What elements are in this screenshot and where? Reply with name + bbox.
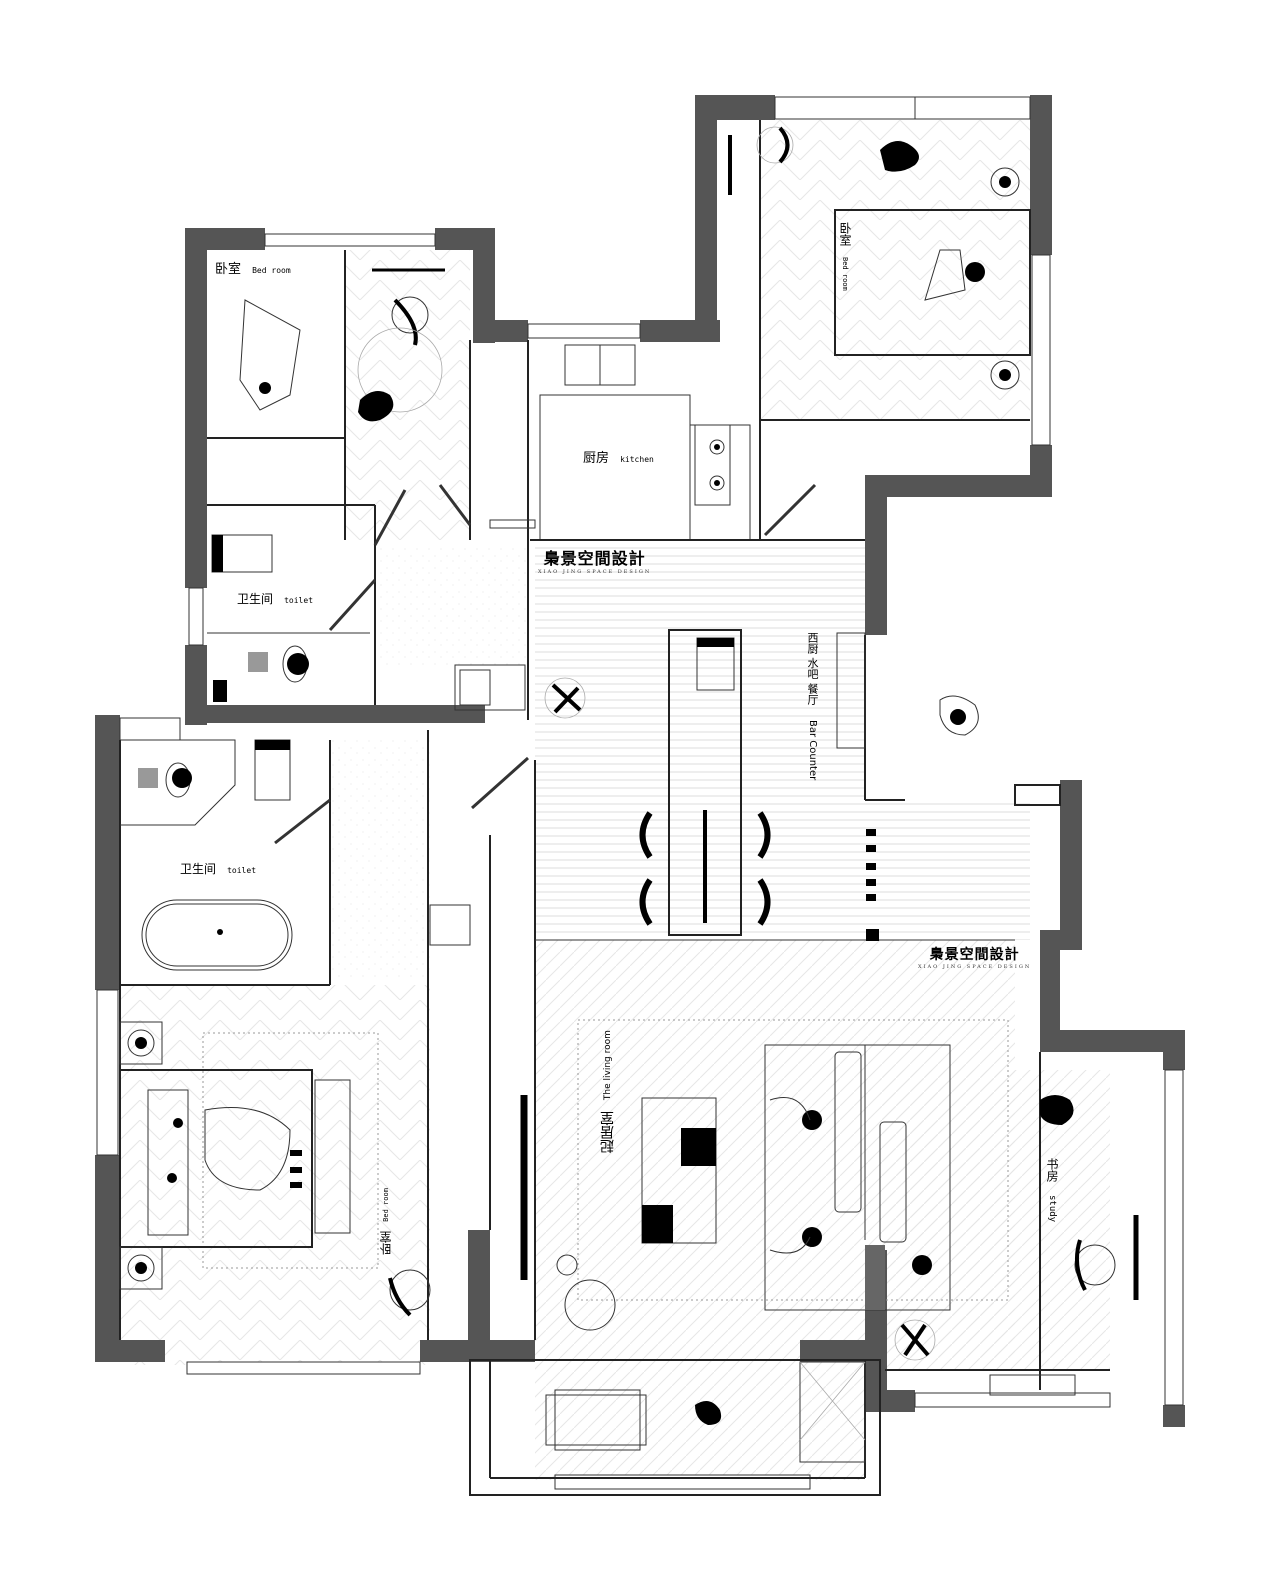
room-label-en: The living room xyxy=(603,1030,613,1100)
room-label-cn: 书房 xyxy=(1045,1158,1059,1182)
bed-master xyxy=(119,1021,431,1317)
room-label-en: Bed room xyxy=(252,266,291,275)
brand-name: 梟景空間設計 xyxy=(929,947,1020,963)
room-label-living: 起居室 The living room xyxy=(598,1030,618,1153)
brand-subtitle: XIAO JING SPACE DESIGN xyxy=(918,964,1032,970)
room-label-en: Bed room xyxy=(841,257,849,291)
bed-ne xyxy=(728,126,1031,390)
room-label-cn: 卫生间 xyxy=(180,862,217,876)
room-label-cn: 厨房 xyxy=(583,451,610,466)
person-east xyxy=(939,695,979,736)
room-label-cn: 卧室 xyxy=(838,222,852,246)
room-label-en: toilet xyxy=(227,866,257,875)
room-label-en: study xyxy=(1047,1195,1057,1223)
room-label-en: Bar Counter xyxy=(807,720,818,781)
living-room-furniture xyxy=(520,1044,951,1451)
room-label-bedroom-nw: 卧室 Bed room xyxy=(215,258,291,277)
bed-nw xyxy=(239,268,445,411)
furniture xyxy=(119,126,1139,1451)
room-label-en: kitchen xyxy=(620,455,654,464)
bar-counter-island xyxy=(544,629,866,936)
room-label-en: toilet xyxy=(284,596,314,605)
brand-mark-top: 梟景空間設計 XIAO JING SPACE DESIGN xyxy=(538,545,651,575)
walls xyxy=(95,95,1185,1427)
kitchen-fixtures xyxy=(489,344,731,529)
study-furniture xyxy=(894,1095,1139,1396)
room-label-study: 书房 study xyxy=(1043,1158,1062,1222)
room-label-toilet-lower: 卫生间 toilet xyxy=(180,858,256,877)
bar-stools xyxy=(866,829,879,941)
brand-subtitle: XIAO JING SPACE DESIGN xyxy=(538,569,652,575)
room-label-kitchen: 厨房 kitchen xyxy=(583,447,654,466)
room-label-cn: 起居室 xyxy=(600,1111,616,1154)
room-label-en: Bed room xyxy=(382,1188,390,1222)
room-label-bedroom-master: 卧室 Bed room xyxy=(376,1188,395,1255)
room-label-toilet-upper: 卫生间 toilet xyxy=(237,588,313,607)
brand-mark-mid: 梟景空間設計 XIAO JING SPACE DESIGN xyxy=(918,944,1031,970)
toilet-upper-fixtures xyxy=(207,534,370,702)
toilet-lower-fixtures xyxy=(120,739,293,971)
room-label-cn: 卧室 xyxy=(379,1230,393,1255)
room-label-bar: 西厨 水吧 餐厅 Bar Counter xyxy=(803,632,822,780)
chair-nw xyxy=(357,296,443,422)
laundry-sink xyxy=(429,664,526,946)
room-label-cn: 卧室 xyxy=(215,262,242,277)
brand-name: 梟景空間設計 xyxy=(543,549,646,568)
room-label-bedroom-ne: 卧室 Bed room xyxy=(836,222,855,291)
room-label-cn: 西厨 水吧 餐厅 xyxy=(806,632,819,705)
room-label-cn: 卫生间 xyxy=(237,592,274,606)
